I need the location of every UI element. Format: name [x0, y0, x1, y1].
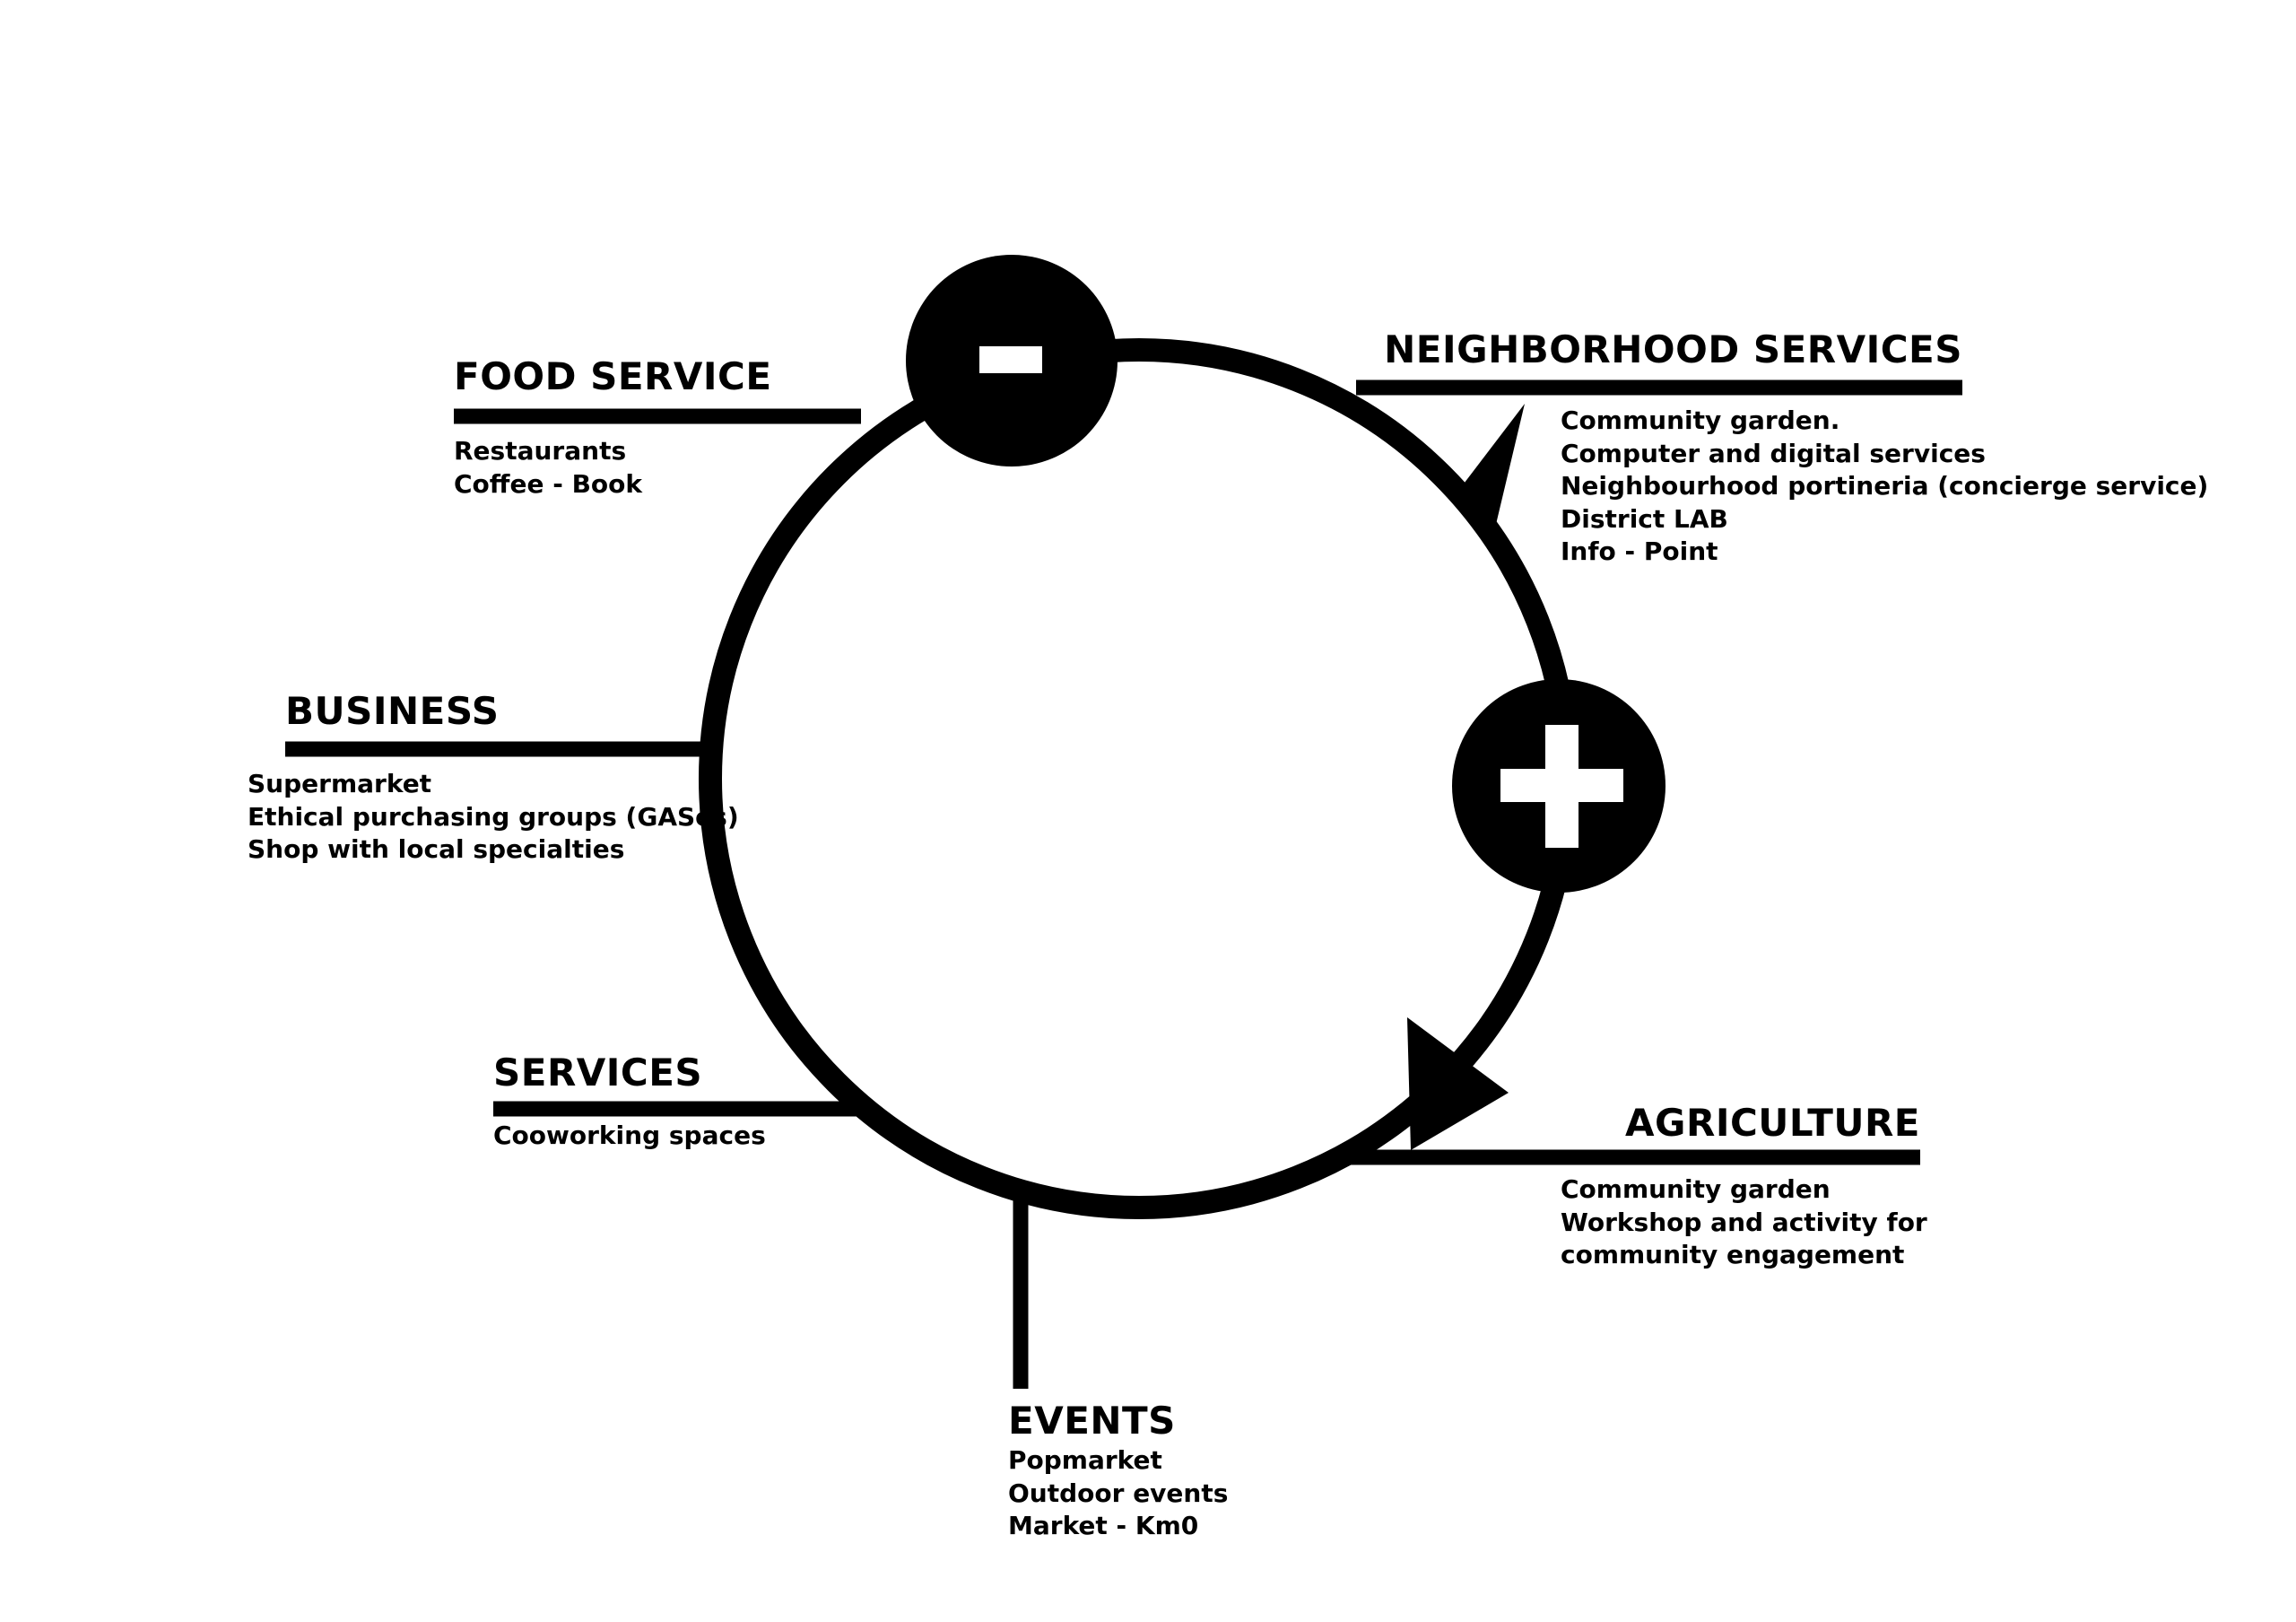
services-items: Cooworking spaces: [493, 1120, 766, 1153]
list-item: District LAB: [1561, 503, 1728, 534]
list-item: Community garden: [1561, 1174, 1831, 1204]
list-item: Computer and digital services: [1561, 438, 1986, 468]
agriculture-items: Community garden Workshop and activity f…: [1561, 1173, 1927, 1272]
business-title: BUSINESS: [285, 689, 500, 733]
list-item: Community garden.: [1561, 406, 1840, 435]
list-item: Neighbourhood portineria (concierge serv…: [1561, 471, 2209, 501]
list-item: Coffee - Book: [454, 468, 642, 499]
list-item: Workshop and activity for: [1561, 1207, 1927, 1237]
list-item: community engagement: [1561, 1240, 1905, 1270]
neighborhood-services-items: Community garden. Computer and digital s…: [1561, 405, 2208, 569]
food-service-items: Restaurants Coffee - Book: [454, 435, 642, 501]
neighborhood-services-title: NEIGHBORHOOD SERVICES: [1384, 327, 1962, 371]
list-item: Cooworking spaces: [493, 1121, 766, 1150]
list-item: Supermarket: [248, 769, 432, 798]
arrow-icon: [1407, 1017, 1509, 1150]
business-items: Supermarket Ethical purchasing groups (G…: [248, 768, 739, 867]
arrow-icon: [1453, 404, 1525, 536]
agriculture-title: AGRICULTURE: [1625, 1101, 1920, 1145]
connector-lines: [285, 379, 1962, 1389]
plus-icon: [1500, 725, 1623, 848]
services-title: SERVICES: [493, 1051, 703, 1094]
plus-node: [1452, 679, 1665, 893]
events-title: EVENTS: [1008, 1399, 1176, 1443]
minus-icon: [979, 346, 1042, 373]
list-item: Outdoor events: [1008, 1478, 1229, 1508]
list-item: Popmarket: [1008, 1445, 1162, 1475]
minus-node: [906, 255, 1118, 467]
list-item: Shop with local specialties: [248, 834, 625, 865]
food-service-title: FOOD SERVICE: [454, 354, 772, 398]
list-item: Market - Km0: [1008, 1511, 1199, 1541]
list-item: Restaurants: [454, 436, 627, 466]
events-items: Popmarket Outdoor events Market - Km0: [1008, 1444, 1228, 1543]
list-item: Ethical purchasing groups (GASes): [248, 801, 739, 832]
list-item: Info - Point: [1561, 536, 1718, 567]
